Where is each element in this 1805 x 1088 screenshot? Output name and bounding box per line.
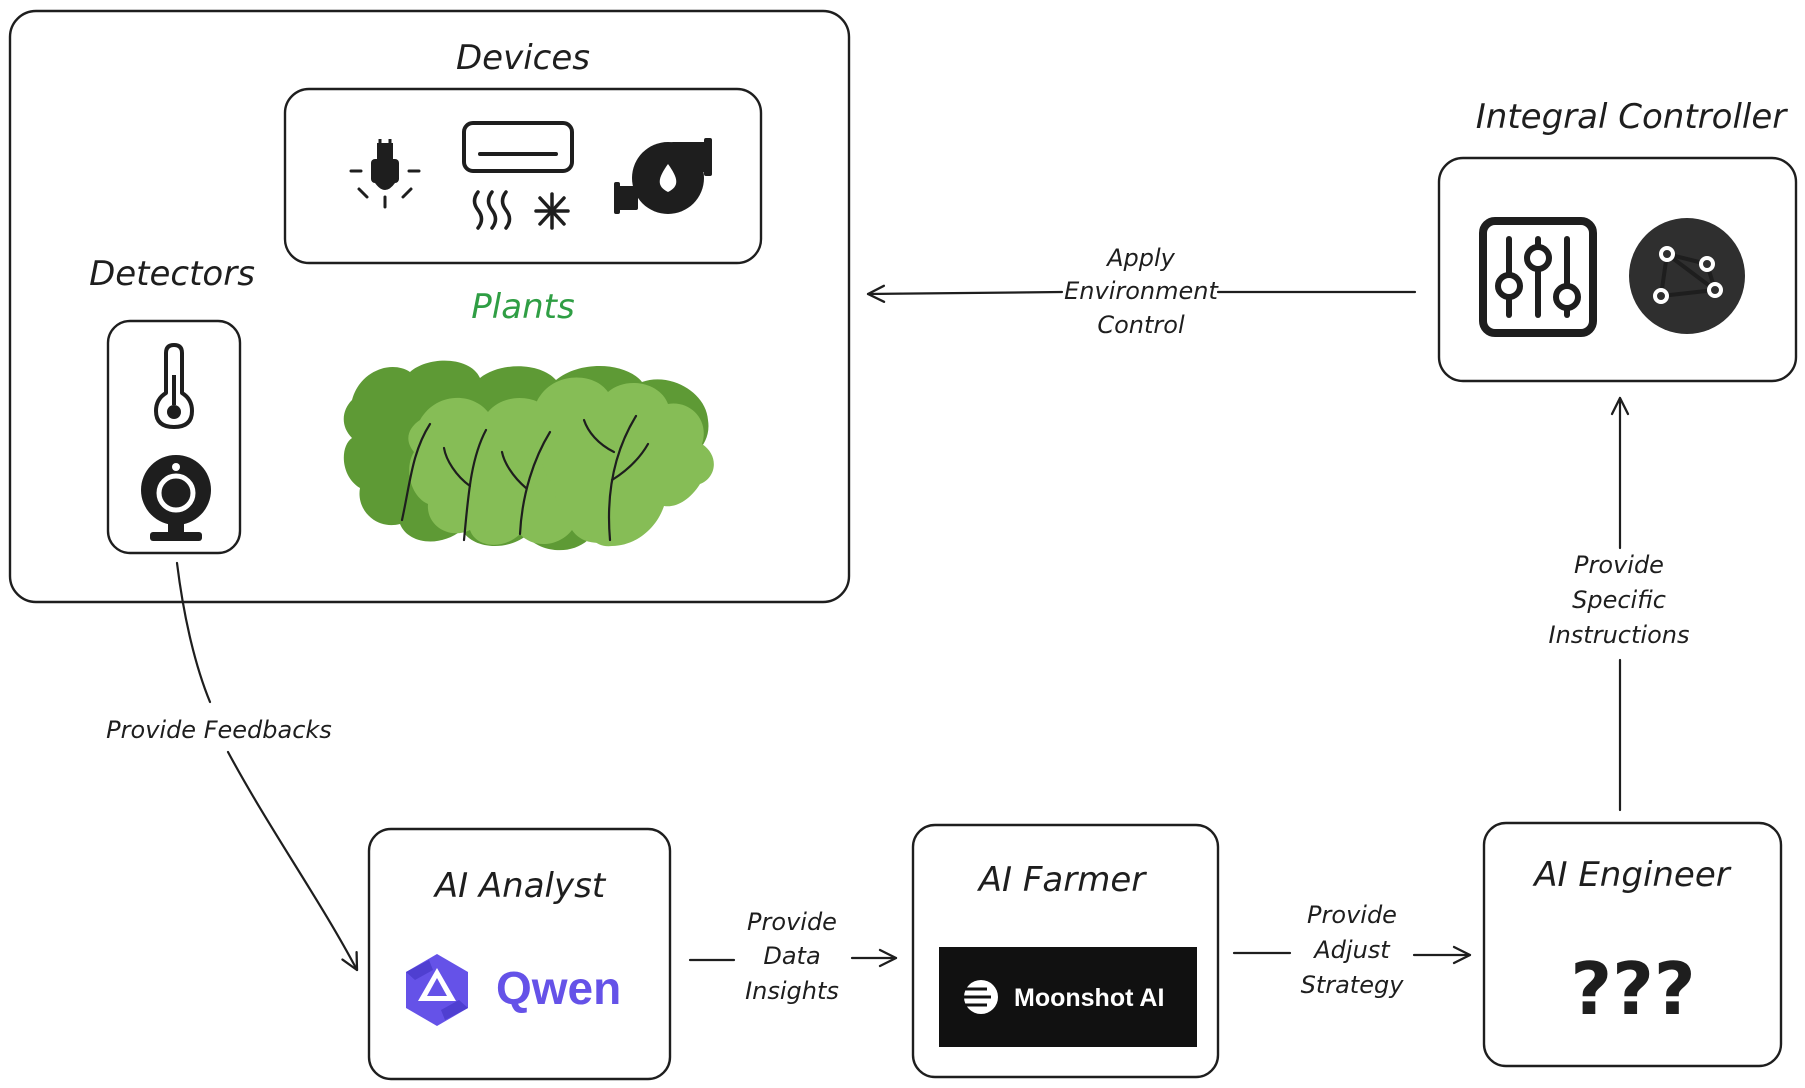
edge-apply-environment-control: Apply Environment Control xyxy=(866,244,1417,339)
air-conditioner-icon xyxy=(462,121,574,230)
edge-label-feedbacks: Provide Feedbacks xyxy=(106,716,332,744)
edge-provide-specific-instructions: Provide Specific Instructions xyxy=(1549,396,1690,812)
edge-label-line: Insights xyxy=(745,977,839,1005)
ai-farmer-box: AI Farmer Moonshot AI xyxy=(911,823,1220,1079)
edge-label-line: Instructions xyxy=(1549,621,1690,649)
ai-analyst-box: AI Analyst Qwen xyxy=(367,827,672,1081)
qwen-logo-icon xyxy=(406,954,468,1026)
detectors-title: Detectors xyxy=(89,254,255,294)
moonshot-logo-icon xyxy=(963,980,998,1014)
edge-label-line: Specific xyxy=(1572,586,1666,614)
edge-label-line: Adjust xyxy=(1312,936,1391,964)
sliders-control-icon xyxy=(1479,217,1597,337)
ai-engineer-title: AI Engineer xyxy=(1532,855,1732,895)
edge-label-line: Apply xyxy=(1105,244,1176,272)
devices-title: Devices xyxy=(456,38,590,78)
water-pump-icon xyxy=(614,138,712,214)
grow-light-icon xyxy=(349,139,421,209)
network-node-icon xyxy=(1629,218,1745,334)
moonshot-logo: Moonshot AI xyxy=(939,947,1197,1047)
edge-label-line: Data xyxy=(763,942,820,970)
ai-engineer-placeholder: ??? xyxy=(1570,947,1695,1031)
edge-label-line: Control xyxy=(1097,311,1185,339)
ai-analyst-title: AI Analyst xyxy=(433,866,607,906)
edge-label-line: Provide xyxy=(1307,901,1397,929)
environment-panel: Devices xyxy=(8,9,851,604)
edge-provide-feedbacks: Provide Feedbacks xyxy=(106,561,359,972)
edge-label-line: Provide xyxy=(747,908,837,936)
controller-box xyxy=(1437,156,1798,383)
detectors-box xyxy=(106,319,242,555)
qwen-logo-text: Qwen xyxy=(496,962,621,1014)
plants-title: Plants xyxy=(471,287,574,327)
ai-engineer-box: AI Engineer ??? xyxy=(1482,821,1783,1068)
moonshot-logo-text: Moonshot AI xyxy=(1014,984,1164,1012)
edge-label-line: Environment xyxy=(1064,277,1219,305)
edge-label-line: Strategy xyxy=(1301,971,1405,999)
edge-provide-adjust-strategy: Provide Adjust Strategy xyxy=(1232,901,1472,999)
devices-box xyxy=(283,87,763,265)
edge-label-line: Provide xyxy=(1574,551,1664,579)
thermometer-icon xyxy=(154,343,194,429)
ai-farmer-title: AI Farmer xyxy=(977,860,1148,900)
lettuce-icon xyxy=(343,360,714,551)
controller-title: Integral Controller xyxy=(1476,97,1788,137)
webcam-icon xyxy=(141,455,211,541)
edge-provide-data-insights: Provide Data Insights xyxy=(688,908,898,1005)
